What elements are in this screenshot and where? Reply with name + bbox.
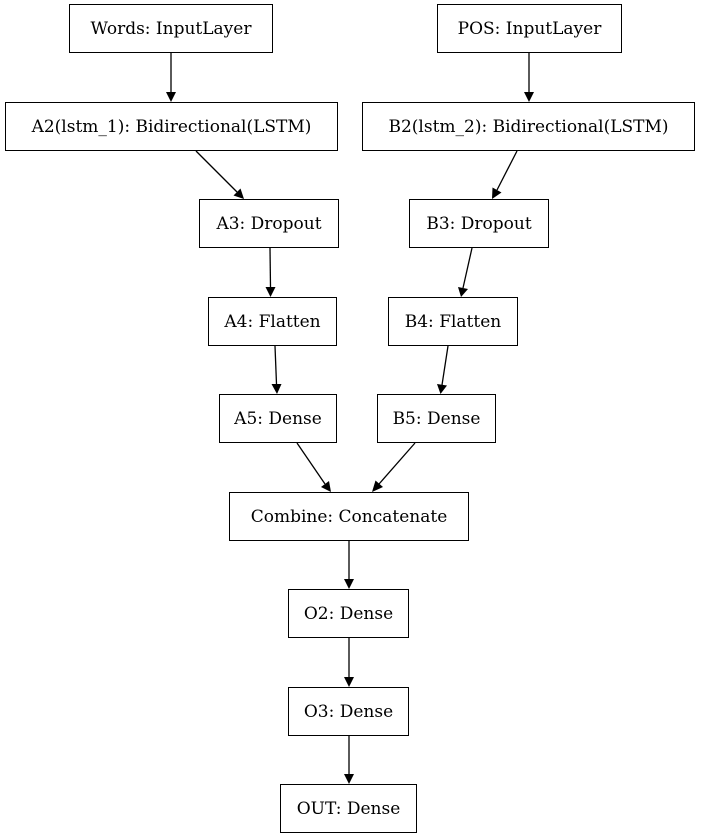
- edge-a4-to-a5: [271, 345, 282, 394]
- edge-combine-to-o2: [344, 541, 354, 589]
- node-a4-flatten: A4: Flatten: [208, 297, 337, 346]
- node-a3-dropout: A3: Dropout: [199, 199, 339, 248]
- node-pos-input: POS: InputLayer: [437, 4, 622, 53]
- node-b3-dropout: B3: Dropout: [409, 199, 549, 248]
- node-a2-bilstm: A2(lstm_1): Bidirectional(LSTM): [5, 102, 338, 151]
- node-b5-dense: B5: Dense: [377, 394, 496, 443]
- edge-a3-to-a4: [265, 247, 276, 297]
- edge-o3-to-out: [344, 736, 354, 784]
- edge-a5-to-combine: [296, 442, 331, 492]
- edge-b5-to-combine: [372, 442, 416, 492]
- edge-a2-to-a3: [195, 150, 244, 199]
- node-o3-dense: O3: Dense: [288, 687, 409, 736]
- edge-b3-to-b4: [458, 247, 473, 297]
- node-combine-concatenate: Combine: Concatenate: [229, 492, 469, 541]
- node-words-input: Words: InputLayer: [69, 4, 273, 53]
- node-a5-dense: A5: Dense: [219, 394, 337, 443]
- node-out-dense: OUT: Dense: [280, 784, 417, 833]
- node-b2-bilstm: B2(lstm_2): Bidirectional(LSTM): [362, 102, 695, 151]
- edge-words-to-a2: [166, 53, 176, 102]
- edge-b2-to-b3: [492, 150, 518, 199]
- edge-pos-to-b2: [524, 53, 534, 102]
- edge-b4-to-b5: [437, 345, 449, 394]
- node-b4-flatten: B4: Flatten: [388, 297, 518, 346]
- edge-o2-to-o3: [344, 638, 354, 687]
- node-o2-dense: O2: Dense: [288, 589, 409, 638]
